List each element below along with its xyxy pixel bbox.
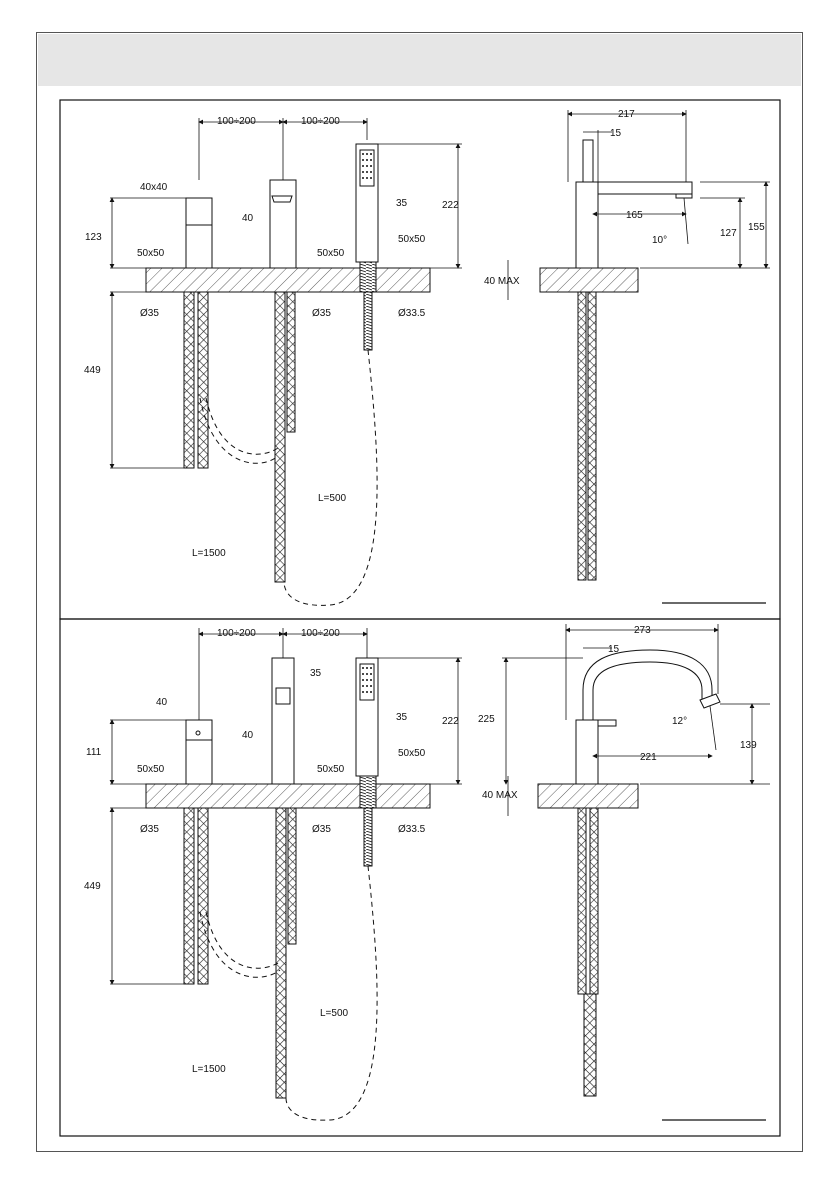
mixer-handle-body [186, 720, 212, 784]
shower-hose [364, 292, 372, 350]
dim-hose-depth: 449 [84, 881, 101, 892]
dim-side-overall: 217 [618, 109, 635, 120]
dim-side-outlet: 139 [740, 740, 757, 751]
dim-dia-mid: Ø35 [312, 308, 331, 319]
deck-side-top [540, 268, 638, 292]
dim-shower-height: 222 [442, 200, 459, 211]
spout-body [272, 658, 294, 784]
deck-front-bottom [146, 784, 430, 808]
dim-side-body: 15 [610, 128, 622, 139]
dim-base-left: 50x50 [137, 248, 165, 259]
dim-side-body: 15 [608, 644, 620, 655]
dim-spacing-left: 100÷200 [217, 116, 256, 127]
dim-side-outlet: 127 [720, 228, 737, 239]
shower-hose-dashed [284, 350, 377, 605]
dim-hose-short: L=500 [318, 493, 347, 504]
dim-handle-height: 123 [85, 232, 102, 243]
dim-side-reach: 221 [640, 752, 657, 763]
dim-side-reach: 165 [626, 210, 643, 221]
dim-dia-left: Ø35 [140, 308, 159, 319]
dim-shower-width: 35 [396, 712, 408, 723]
dim-spout-width: 40 [242, 213, 254, 224]
dim-base-left: 50x50 [137, 764, 165, 775]
panel-bottom: 100÷200 100÷200 40 35 40 35 222 111 50x5… [60, 619, 780, 1136]
braided-hose [288, 808, 296, 944]
dim-base-mid: 50x50 [317, 248, 345, 259]
braided-hose [198, 808, 208, 984]
dim-side-overall: 273 [634, 625, 651, 636]
dim-shower-width: 35 [396, 198, 408, 209]
dim-side-angle: 10° [652, 235, 667, 246]
dim-deck-max: 40 MAX [482, 790, 518, 801]
panel-top-border [60, 100, 780, 619]
shower-hose-dashed [286, 866, 377, 1120]
dim-spout-width: 40 [242, 730, 254, 741]
dim-hose-long: L=1500 [192, 548, 226, 559]
dim-side-height: 225 [478, 714, 495, 725]
dim-handle-height: 111 [86, 747, 102, 758]
dim-dia-left: Ø35 [140, 824, 159, 835]
dim-spacing-right: 100÷200 [301, 628, 340, 639]
dim-base-right: 50x50 [398, 748, 426, 759]
dim-dia-right: Ø33.5 [398, 824, 426, 835]
dim-shower-height: 222 [442, 716, 459, 727]
braided-hose [184, 292, 194, 468]
dim-side-angle: 12° [672, 716, 687, 727]
side-view-body [576, 720, 598, 784]
deck-side-bottom [538, 784, 638, 808]
braided-hose [275, 292, 285, 582]
dim-base-right: 50x50 [398, 234, 426, 245]
panel-bottom-border [60, 619, 780, 1136]
dim-hose-long: L=1500 [192, 1064, 226, 1075]
braided-hose [287, 292, 295, 432]
braided-hose [184, 808, 194, 984]
dim-handle-width: 40x40 [140, 182, 168, 193]
dim-deck-max: 40 MAX [484, 276, 520, 287]
dim-hose-short: L=500 [320, 1008, 349, 1019]
dim-spout-top: 35 [310, 668, 322, 679]
dim-handle-width: 40 [156, 697, 168, 708]
side-view-body [576, 182, 598, 268]
dim-spacing-right: 100÷200 [301, 116, 340, 127]
dim-dia-mid: Ø35 [312, 824, 331, 835]
panel-top: 100÷200 100÷200 40x40 40 35 222 123 50x5… [60, 100, 780, 619]
dim-dia-right: Ø33.5 [398, 308, 426, 319]
dim-spacing-left: 100÷200 [217, 628, 256, 639]
side-view-spout [598, 182, 692, 194]
dim-base-mid: 50x50 [317, 764, 345, 775]
gooseneck-spout [583, 650, 712, 720]
deck-front-top [146, 268, 430, 292]
spout-body [270, 180, 296, 268]
shower-hose [364, 808, 372, 866]
braided-hose [198, 292, 208, 468]
dim-hose-depth: 449 [84, 365, 101, 376]
braided-hose [276, 808, 286, 1098]
mixer-handle-body [186, 198, 212, 268]
dim-side-height: 155 [748, 222, 765, 233]
